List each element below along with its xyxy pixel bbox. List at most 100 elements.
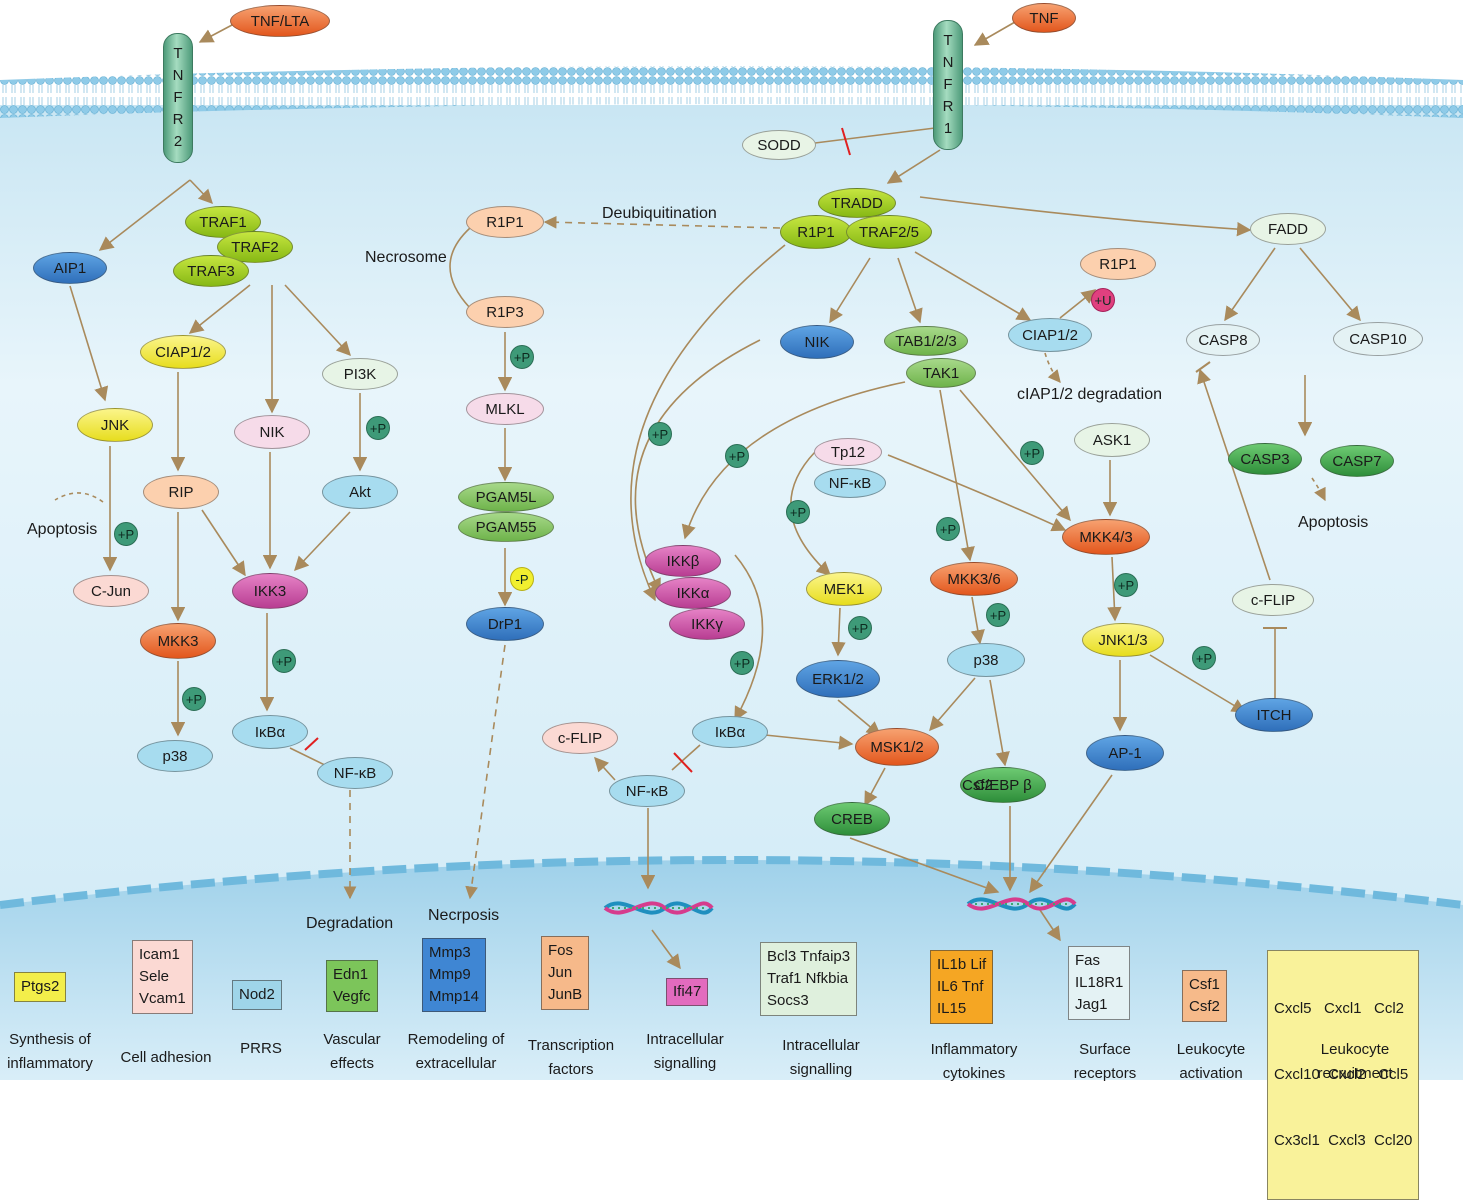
mek1-node: MEK1 [806,572,882,606]
gene-label: IL18R1 [1075,974,1124,991]
ikk3-node: IKK3 [232,573,308,609]
receptor-letter: F [173,89,183,106]
c-flip-mid-node: c-FLIP [542,722,618,754]
phosphorylation-badge: +P [1114,573,1138,597]
tnf-signaling-pathway-diagram: TNF/LTA TNF T N F R 2 T N F R 1 SODD AIP… [0,3,1463,1200]
gene-label: JunB [548,986,583,1003]
mkk36-node: MKK3/6 [930,562,1018,596]
gene-label: Csf2 [1189,998,1220,1015]
gene-group-caption: PRRS [226,1037,296,1061]
r1p3-node: R1P3 [466,296,544,328]
caption-line: signalling [789,1061,853,1078]
gene-label: Traf1 Nfkbia [767,970,849,987]
itch-node: ITCH [1235,698,1313,732]
phosphorylation-badge: +P [1192,646,1216,670]
phosphorylation-badge: +P [114,522,138,546]
ciap12-left-node: CIAP1/2 [140,335,226,369]
gene-label: Ptgs2 [21,978,60,995]
caption-line: Cell adhesion [120,1049,212,1066]
apoptosis-left-label: Apoptosis [27,521,98,538]
gene-group-caption: Leukocyte recruitment [1300,1038,1410,1086]
gene-label: Nod2 [239,986,275,1003]
receptor-letter: R [942,98,954,115]
cebpb-node: C/EBP β [960,767,1046,803]
apoptosis-right-label: Apoptosis [1298,514,1369,531]
gene-box-ifi47: Ifi47 [666,978,709,1006]
tp12-node: Tp12 [814,438,882,466]
ikba-left-node: IκBα [232,715,308,749]
casp10-node: CASP10 [1333,322,1423,356]
fadd-node: FADD [1250,213,1326,245]
caption-line: signalling [653,1055,717,1072]
dna-helix-icon [603,901,714,915]
caption-line: recruitment [1317,1065,1393,1082]
gene-group-caption: Synthesis of inflammatory [0,1028,100,1076]
tnf-lta-ligand: TNF/LTA [230,5,330,37]
phosphorylation-badge: +P [648,422,672,446]
gene-group-caption: Cell adhesion [108,1046,224,1070]
phosphorylation-badge: +P [986,603,1010,627]
p38-mid-node: p38 [947,643,1025,677]
jnk-node: JNK [77,408,153,442]
degradation-label: Degradation [306,915,394,932]
pgam5l-node: PGAM5L [458,482,554,512]
gene-box: Ptgs2 [14,972,67,1002]
casp8-node: CASP8 [1186,324,1260,356]
caption-line: Surface [1079,1041,1131,1058]
gene-box: IL1b Lif IL6 Tnf IL15 [930,950,994,1024]
tab123-node: TAB1/2/3 [884,326,968,356]
csf2-overlap-label: Csf2 [962,777,993,794]
gene-label: Csf1 [1189,976,1220,993]
gene-box: Bcl3 Tnfaip3 Traf1 Nfkbia Socs3 [760,942,858,1016]
gene-label: IL1b Lif [937,956,987,973]
gene-label: Edn1 [333,966,369,983]
gene-label: IL6 Tnf [937,978,984,995]
caption-line: Vascular [323,1031,381,1048]
nik-left-node: NIK [234,415,310,449]
caption-line: Intracellular [782,1037,860,1054]
gene-group-caption: Transcription factors [518,1034,624,1082]
aip1-node: AIP1 [33,252,107,284]
nfkb-left-node: NF-κB [317,757,393,789]
akt-node: Akt [322,475,398,509]
erk12-node: ERK1/2 [796,660,880,698]
nik-mid-node: NIK [780,325,854,359]
gene-label: IL15 [937,1000,967,1017]
ikkg-node: IKKγ [669,608,745,640]
ikba-mid-node: IκBα [692,716,768,748]
mkk3-left-node: MKK3 [140,623,216,659]
mlkl-node: MLKL [466,393,544,425]
gene-group-caption: Remodeling of extracellular [398,1028,514,1076]
gene-box: Mmp3 Mmp9 Mmp14 [422,938,487,1012]
gene-label: Mmp14 [429,988,480,1005]
diagram-canvas [0,21,1463,1080]
dephosphorylation-badge: -P [510,567,534,591]
r1p1-necrosome-node: R1P1 [466,206,544,238]
ikkb-node: IKKβ [645,545,721,577]
c-jun-node: C-Jun [73,575,149,607]
caption-line: Synthesis of [9,1031,91,1048]
caption-line: Inflammatory [930,1041,1018,1058]
gene-label: Cx3cl1 Cxcl3 Ccl20 [1274,1132,1413,1149]
receptor-letter: 1 [943,120,953,137]
phosphorylation-badge: +P [272,649,296,673]
gene-box: Edn1 Vegfc [326,960,378,1012]
gene-label: Mmp9 [429,966,471,983]
ciap-degradation-label: cIAP1/2 degradation [1017,386,1162,403]
gene-label: Vcam1 [139,990,186,1007]
gene-label: Socs3 [767,992,809,1009]
tnf-ligand: TNF [1012,3,1076,33]
phosphorylation-badge: +P [1020,441,1044,465]
caption-line: inflammatory [7,1055,93,1072]
gene-label: Jun [548,964,573,981]
caption-line: extracellular [415,1055,497,1072]
gene-label: Fos [548,942,574,959]
mkk43-node: MKK4/3 [1062,519,1150,555]
gene-label: Sele [139,968,170,985]
dna-helix-icon [966,897,1077,911]
r1p1-complex-node: R1P1 [780,215,852,249]
tnfr1-receptor: T N F R 1 [933,20,963,150]
caption-line: Intracellular [646,1031,724,1048]
gene-box: Csf1 Csf2 [1182,970,1227,1022]
phosphorylation-badge: +P [182,687,206,711]
